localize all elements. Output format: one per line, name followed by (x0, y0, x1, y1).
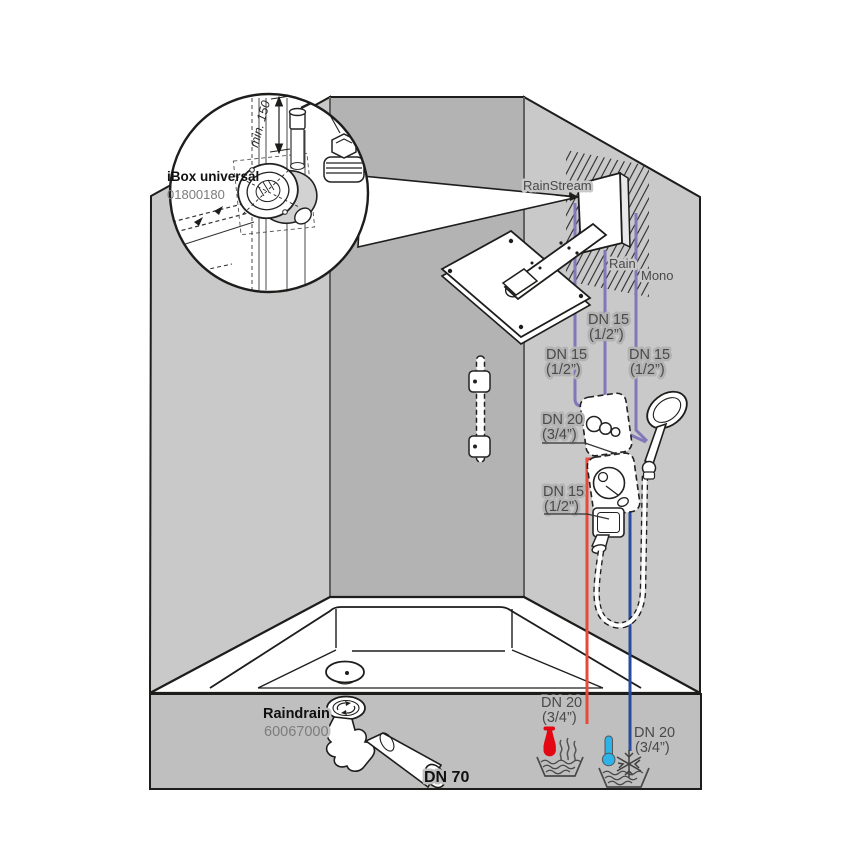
bathtub (149, 595, 701, 695)
sealing-plug (323, 133, 365, 183)
mono-feed-size: DN 15 (629, 347, 670, 363)
drain-pipe-size-label: DN 70 (424, 769, 469, 786)
rain-feed-size: DN 15 (588, 312, 629, 328)
cold-water-icon (598, 735, 650, 788)
thermostat-feed-size: DN 20 (542, 412, 583, 428)
labels: RainStream Rain Mono DN 15 (1/2”) DN 15 … (521, 176, 678, 759)
handshower-outlet-size: DN 15 (543, 484, 584, 500)
thermostat-feed-inch: (3/4”) (542, 427, 577, 443)
mono-feed-inch: (1/2”) (630, 362, 665, 378)
drain-name-label: Raindrain (263, 706, 330, 722)
min-distance-dimension (269, 95, 291, 155)
callout-arrowhead (569, 192, 579, 201)
hot-thermometer-icon (543, 726, 556, 757)
hot-supply-size: DN 20 (541, 695, 582, 711)
mono-feed-pipe (634, 213, 649, 443)
thermostat-feed-leader (542, 442, 618, 455)
callout: iBox universal 01800180 min. 150 (167, 92, 579, 294)
shower-hose (593, 472, 649, 629)
bar-bracket (468, 435, 491, 458)
cold-basin-icon (598, 767, 650, 788)
thermostat-module (579, 392, 633, 457)
steam-icon (559, 737, 577, 762)
drain-outlet-pipe (364, 732, 443, 789)
handshower-outlet-leader (544, 513, 610, 520)
drain-flange (326, 695, 366, 721)
mono-label: Mono (641, 268, 674, 283)
cold-thermometer-icon (601, 735, 616, 767)
handshower-outlet-inch: (1/2") (544, 499, 579, 515)
rainstream-feed-inch: (1/2”) (546, 362, 581, 378)
callout-title: iBox universal (167, 169, 259, 184)
rainstream-feed-size: DN 15 (546, 347, 587, 363)
drain-part-number: 60067000 (264, 724, 329, 740)
shutoff-valve (586, 452, 641, 517)
ibox-drawing (170, 95, 365, 290)
snowflake-icon (616, 750, 642, 778)
handshower-holder (641, 460, 657, 480)
hot-water-icon (536, 726, 584, 777)
rain-feed-inch: (1/2”) (589, 327, 624, 343)
rain-label: Rain (609, 256, 636, 271)
overhead-shower (440, 222, 608, 345)
shower-arm (501, 222, 608, 301)
rainstream-label: RainStream (523, 178, 592, 193)
ibox-body (235, 162, 318, 225)
hot-basin-icon (536, 756, 584, 777)
cold-supply-inch: (3/4”) (635, 740, 670, 756)
wall-bar (468, 355, 491, 463)
cold-supply-size: DN 20 (634, 725, 675, 741)
callout-part-number: 01800180 (167, 187, 225, 202)
bar-bracket (468, 370, 491, 393)
hand-shower (641, 390, 688, 480)
hot-supply-inch: (3/4”) (542, 710, 577, 726)
tub-drain (325, 660, 365, 685)
drain-assembly: Raindrain 60067000 DN 70 (261, 695, 472, 789)
